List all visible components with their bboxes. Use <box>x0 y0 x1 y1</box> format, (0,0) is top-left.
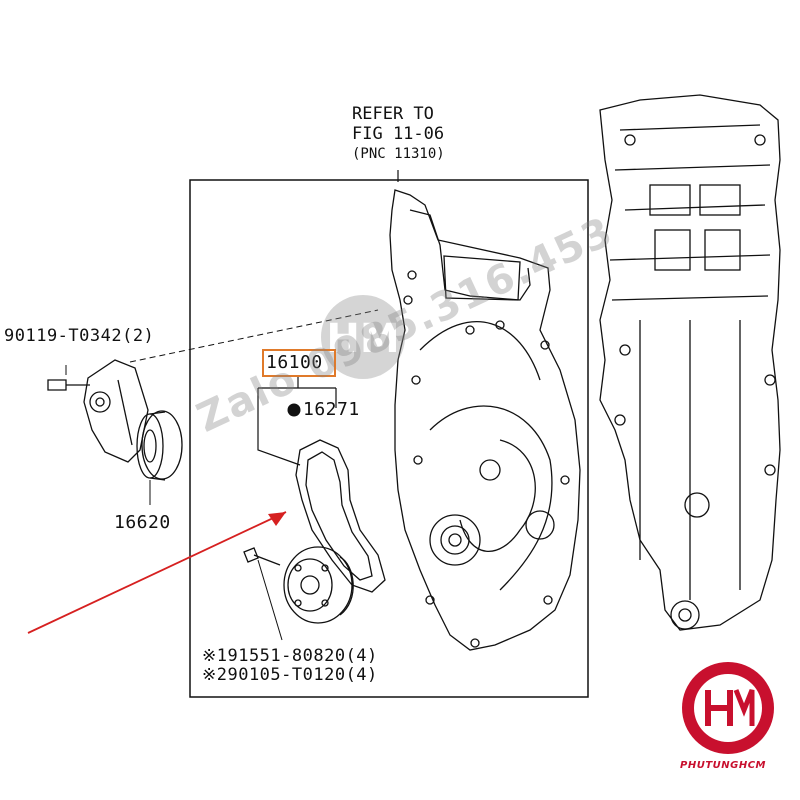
label-water-pump: 16100 <box>266 352 323 373</box>
label-bolt-2: ※290105-T0120(4) <box>202 665 378 685</box>
engine-block-drawing <box>599 94 781 631</box>
brand-logo-text: PHUTUNGHCM <box>680 760 766 771</box>
label-bolt-1: ※191551-80820(4) <box>202 646 378 666</box>
tensioner-drawing <box>47 359 183 481</box>
watermark-logo: HM <box>321 295 405 379</box>
label-gasket: 16271 <box>303 399 360 420</box>
gasket-drawing <box>295 439 386 593</box>
refer-line-3: (PNC 11310) <box>352 146 445 162</box>
refer-line-1: REFER TO <box>352 104 434 124</box>
diagram-frame <box>189 179 589 698</box>
indicator-arrow <box>27 511 287 634</box>
refer-note: REFER TO FIG 11-06 (PNC 11310) <box>352 104 445 164</box>
filled-dot-icon <box>287 403 301 417</box>
brand-logo <box>682 662 774 754</box>
water-pump-drawing <box>243 546 354 624</box>
timing-cover-drawing <box>389 189 581 651</box>
label-bolt-tensioner: 90119-T0342(2) <box>4 326 155 346</box>
svg-text:HM: HM <box>326 316 399 362</box>
label-tensioner: 16620 <box>114 512 171 533</box>
refer-line-2: FIG 11-06 <box>352 124 445 144</box>
highlight-box <box>262 349 336 377</box>
